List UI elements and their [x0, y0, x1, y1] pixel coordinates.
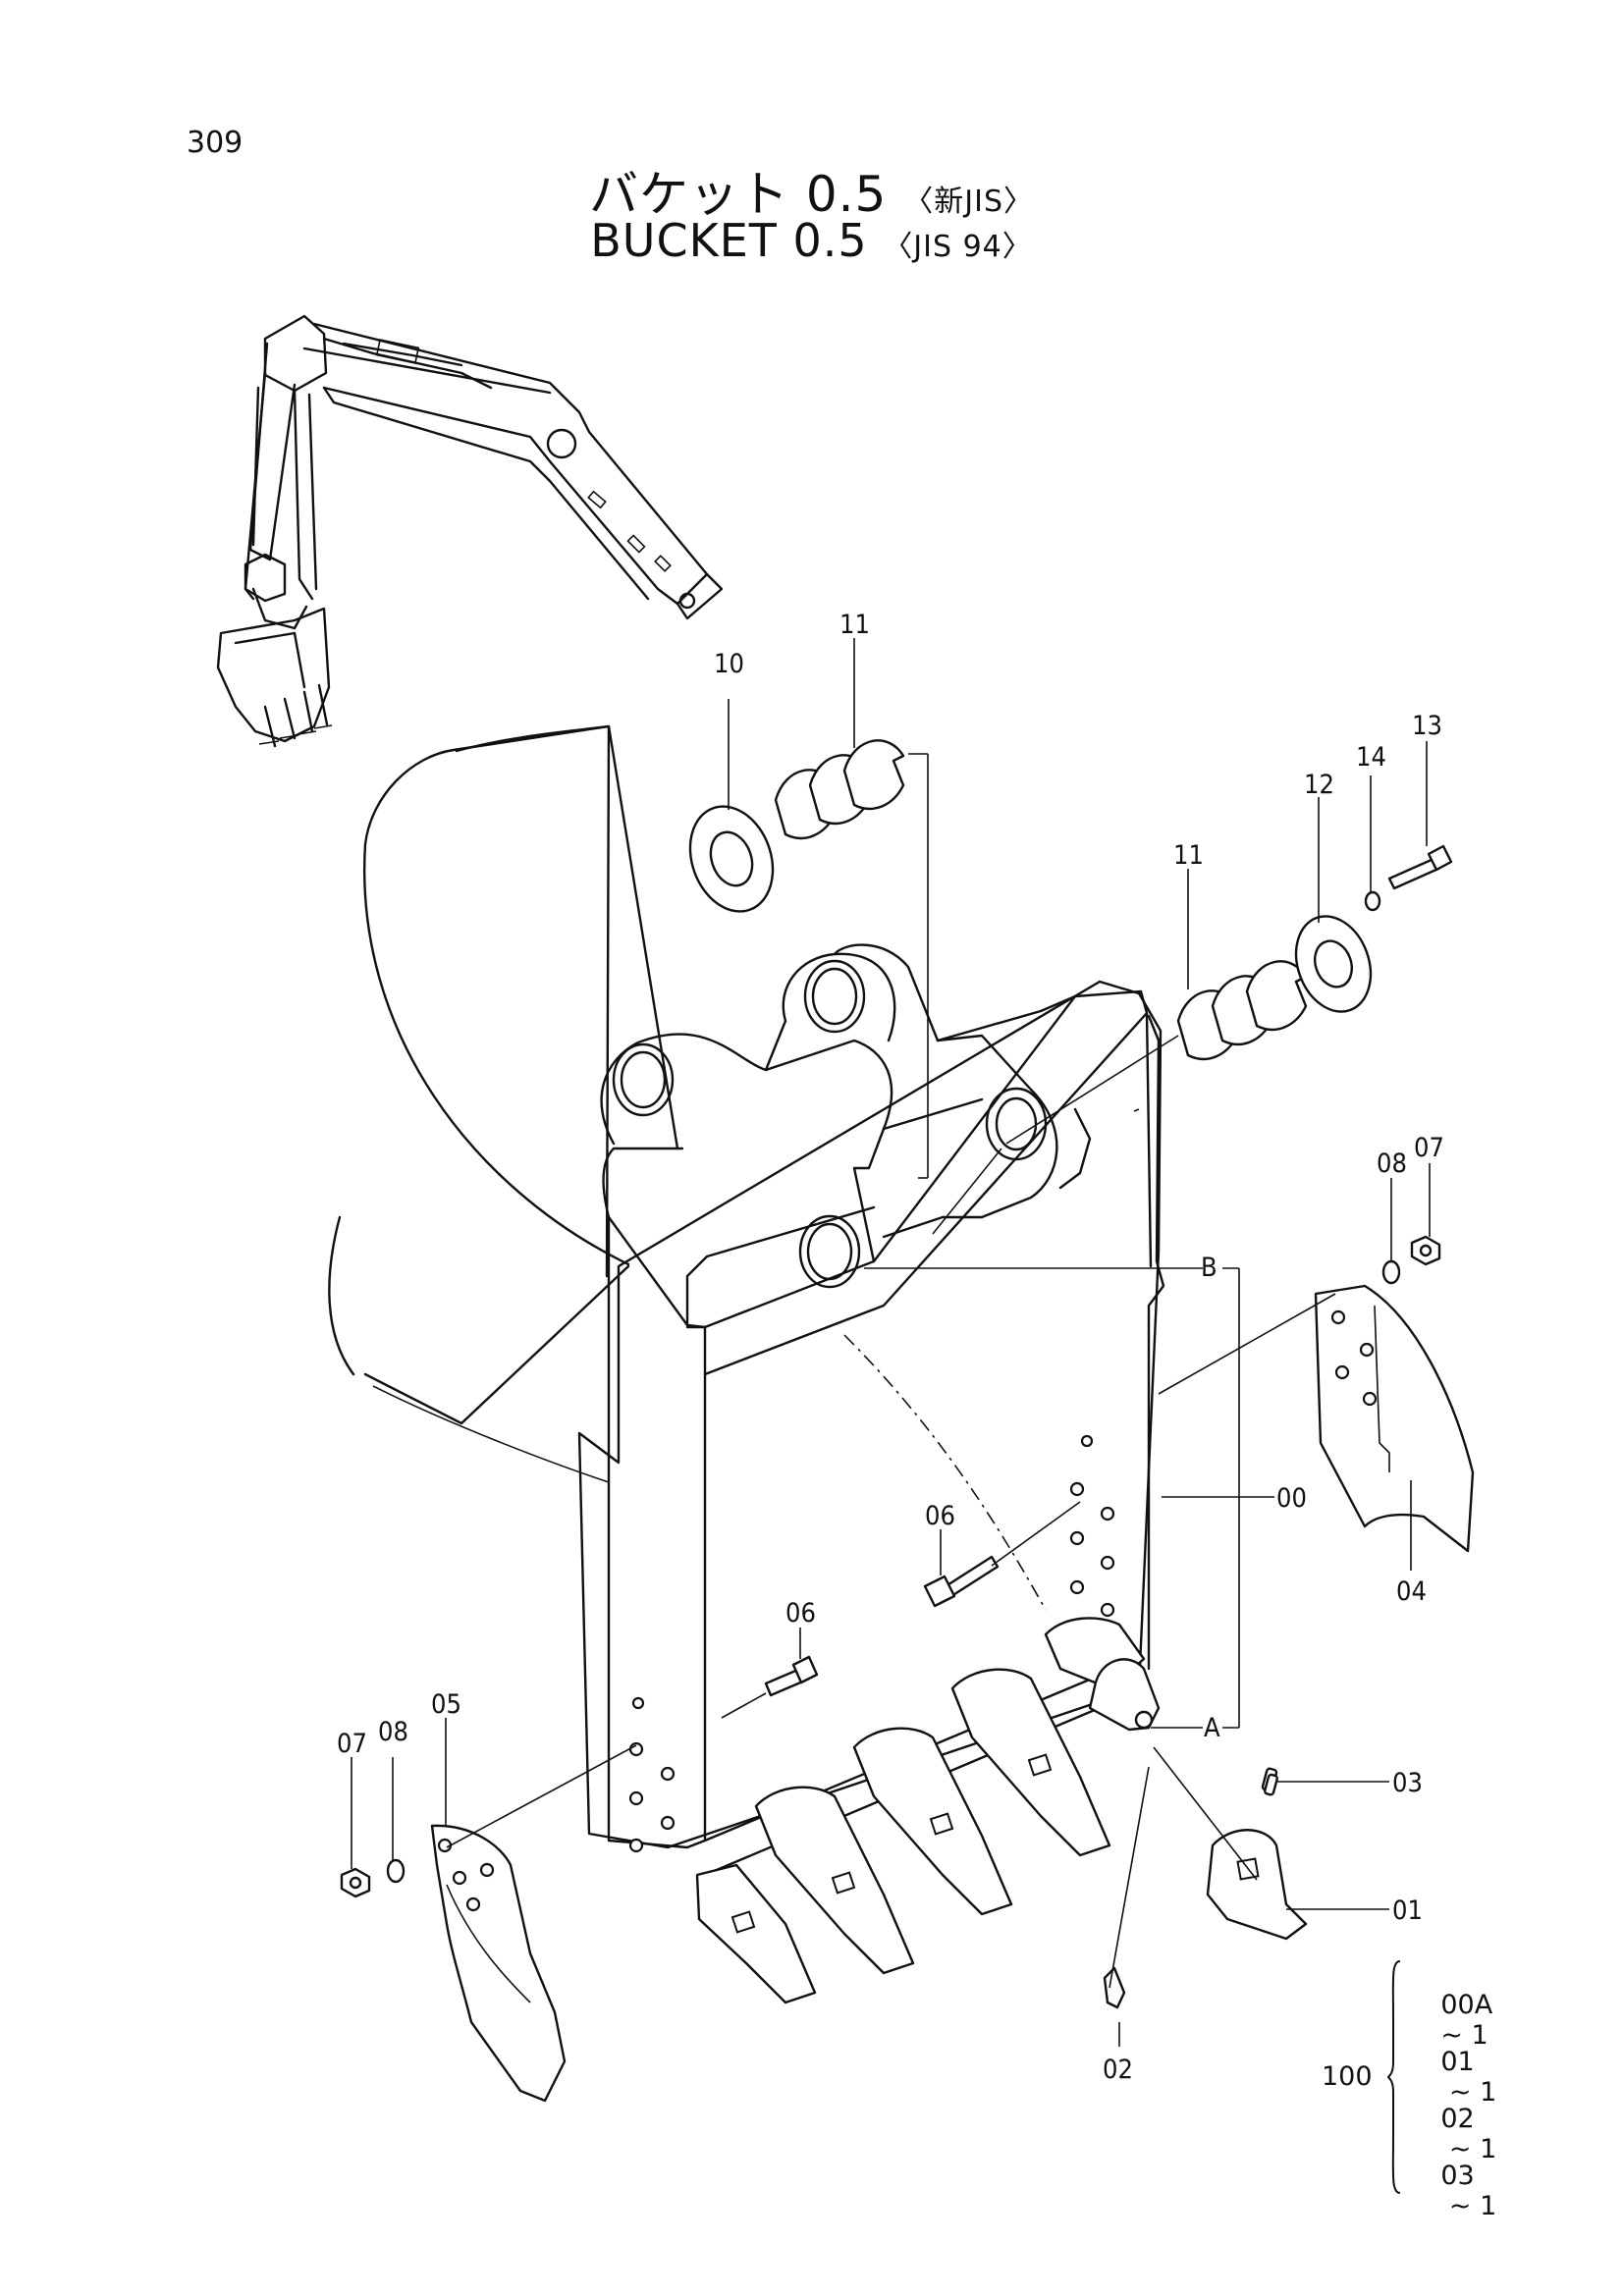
callout-06-lower: 06: [785, 1598, 816, 1629]
bucket-teeth: [695, 1617, 1161, 2004]
callout-14: 14: [1356, 742, 1386, 773]
title-en-sub: 〈JIS 94〉: [883, 230, 1033, 264]
title-japanese: バケット 0.5 〈新JIS〉: [0, 155, 1623, 226]
assembly-row: 02 ~ 1: [1407, 2073, 1496, 2195]
callout-07-right: 07: [1414, 1133, 1444, 1163]
callout-11-right: 11: [1173, 840, 1204, 871]
assembly-row: 03 ~ 1: [1407, 2130, 1496, 2252]
side-cutter-right: [1314, 1284, 1475, 1553]
hardware-parts: [340, 739, 1453, 1898]
assembly-row-qty: ~ 1: [1440, 2077, 1497, 2108]
callout-A: A: [1204, 1713, 1220, 1743]
callout-labels: 10 11 11 12 14 13 07 08 B 00 04 06 06 A …: [337, 610, 1444, 2085]
tooth-point-part: [1206, 1767, 1308, 1941]
title-jp-sub: 〈新JIS〉: [903, 185, 1035, 219]
title-en-main: BUCKET 0.5: [590, 214, 868, 267]
callout-05: 05: [431, 1689, 461, 1720]
assembly-row-part: 01: [1440, 2047, 1475, 2077]
callout-B: B: [1201, 1253, 1217, 1283]
assembly-row-qty: ~ 1: [1440, 2134, 1497, 2164]
callout-07-left: 07: [337, 1729, 367, 1759]
callout-06-upper: 06: [925, 1501, 955, 1531]
excavator-arm-thumbnail: [216, 314, 724, 748]
assembly-row-qty: ~ 1: [1440, 2020, 1488, 2051]
assembly-number: 100: [1322, 2061, 1373, 2092]
callout-08-right: 08: [1377, 1148, 1407, 1179]
callout-03: 03: [1392, 1768, 1423, 1798]
callout-13: 13: [1412, 711, 1442, 741]
side-cutter-left: [430, 1824, 567, 2103]
callout-10: 10: [714, 649, 744, 679]
callout-04: 04: [1396, 1576, 1427, 1607]
assembly-row-part: 00A: [1440, 1990, 1493, 2020]
title-english: BUCKET 0.5 〈JIS 94〉: [0, 214, 1623, 267]
assembly-row-part: 03: [1440, 2161, 1475, 2191]
assembly-row-qty: ~ 1: [1440, 2191, 1497, 2221]
callout-00: 00: [1276, 1483, 1307, 1514]
title-jp-main: バケット 0.5: [588, 166, 888, 223]
assembly-row: 00A ~ 1: [1407, 1959, 1492, 2081]
callout-12: 12: [1304, 770, 1334, 800]
leader-lines: [351, 638, 1431, 2047]
callout-01: 01: [1392, 1896, 1423, 1926]
callout-02: 02: [1103, 2055, 1133, 2085]
assembly-row-part: 02: [1440, 2104, 1475, 2134]
callout-08-left: 08: [378, 1717, 408, 1747]
brace-icon: [1387, 1960, 1401, 2194]
page-number: 309: [187, 126, 243, 160]
callout-11-top: 11: [839, 610, 870, 640]
pin-part: [1103, 1966, 1126, 2009]
assembly-row: 01 ~ 1: [1407, 2016, 1496, 2138]
